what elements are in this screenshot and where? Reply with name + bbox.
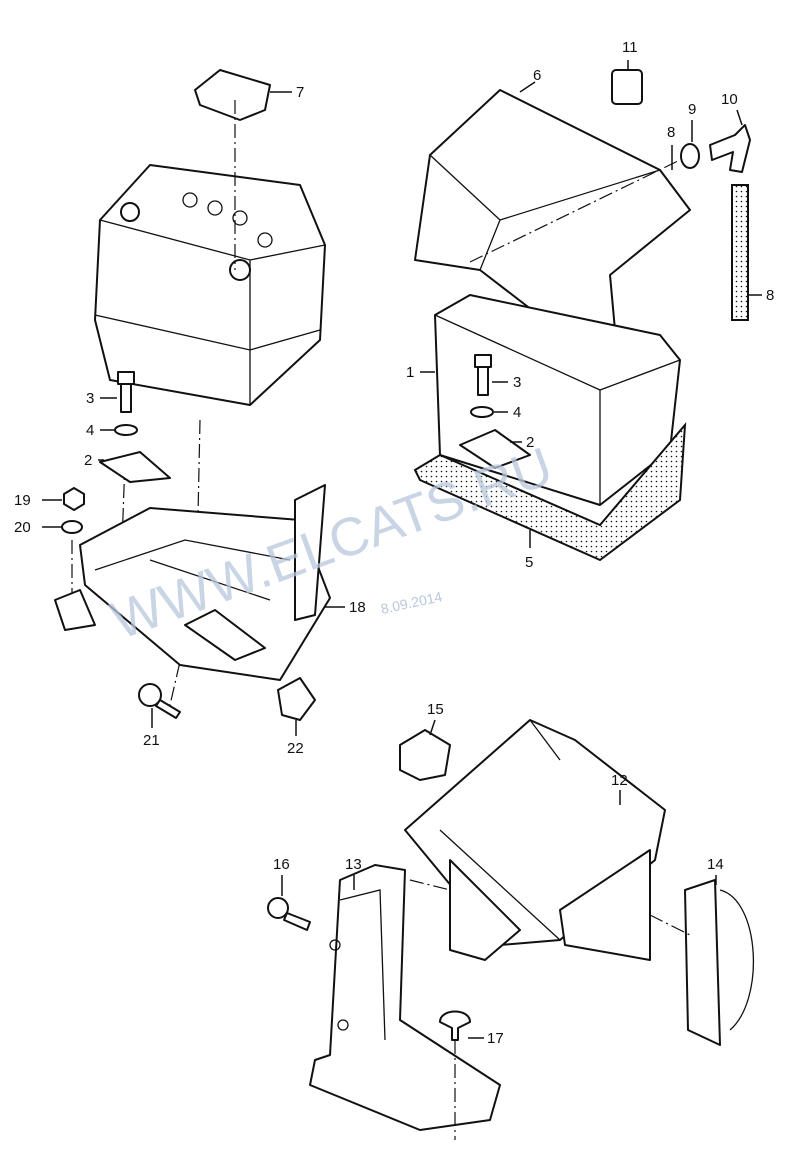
clamp-right (459, 429, 531, 469)
callout-13: 13 (345, 856, 362, 873)
clamp-left (99, 451, 171, 483)
callout-1: 1 (406, 364, 414, 381)
callout-10: 10 (721, 91, 738, 108)
callout-20: 20 (14, 519, 31, 536)
vent-hose (731, 184, 749, 321)
washer-right (470, 406, 494, 418)
clip-22 (277, 677, 316, 721)
callout-22: 22 (287, 740, 304, 757)
clip-17 (439, 1010, 471, 1041)
callout-7: 7 (296, 84, 304, 101)
callout-12: 12 (611, 772, 628, 789)
bolt-left (117, 371, 135, 413)
callout-17: 17 (487, 1030, 504, 1047)
callout-6: 6 (533, 67, 541, 84)
grommet (680, 143, 700, 169)
clip-11 (611, 69, 643, 105)
callout-labels: 7 6 11 9 10 8 8 1 3 4 2 5 3 4 2 19 20 18… (14, 39, 774, 1047)
elbow-hose (709, 124, 751, 173)
screw-16 (267, 897, 311, 931)
washer-20 (61, 520, 83, 534)
watermark-date: 8.09.2014 (379, 588, 443, 617)
callout-16: 16 (273, 856, 290, 873)
callout-9: 9 (688, 101, 696, 118)
callout-8-top: 8 (667, 124, 675, 141)
tray-12 (404, 719, 666, 961)
nut (63, 487, 85, 511)
callout-11: 11 (622, 39, 638, 56)
callout-3-right: 3 (513, 374, 521, 391)
callout-21: 21 (143, 732, 160, 749)
battery (94, 164, 326, 406)
callout-8-hose: 8 (766, 287, 774, 304)
terminal-cover (194, 69, 271, 121)
callout-3-left: 3 (86, 390, 94, 407)
callout-4-left: 4 (86, 422, 94, 439)
callout-19: 19 (14, 492, 31, 509)
callout-4-right: 4 (513, 404, 521, 421)
callout-5: 5 (525, 554, 533, 571)
bolt-right (474, 354, 492, 396)
callout-2-right: 2 (526, 434, 534, 451)
bracket-13 (309, 864, 501, 1131)
battery-cover (414, 89, 691, 331)
callout-18: 18 (349, 599, 366, 616)
washer-left (114, 424, 138, 436)
screw-21 (138, 683, 181, 719)
callout-2-left: 2 (84, 452, 92, 469)
bracket-14 (684, 879, 755, 1046)
callout-14: 14 (707, 856, 724, 873)
plug-15 (399, 729, 451, 781)
battery-tray (54, 484, 331, 681)
battery-insulation (413, 422, 687, 562)
leader-lines (42, 60, 762, 1039)
callout-15: 15 (427, 701, 444, 718)
